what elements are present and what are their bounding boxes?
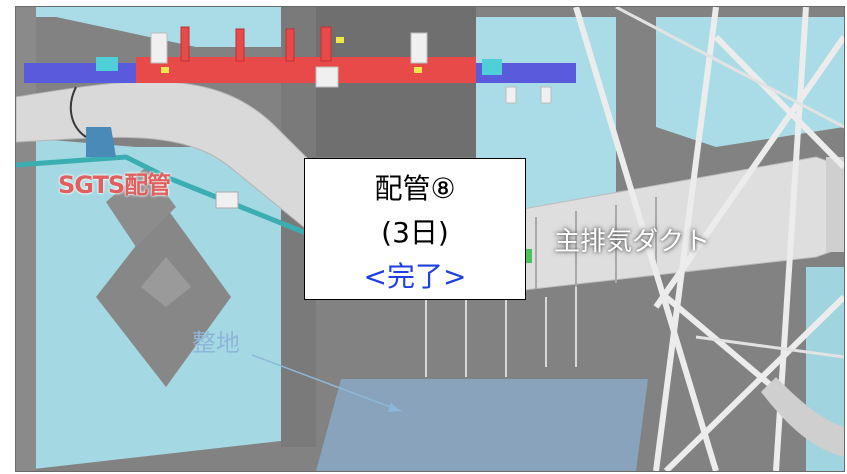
sgts-pipe-label: SGTS配管 [58, 171, 171, 199]
exhaust-duct-label: 主排気ダクト [554, 227, 711, 257]
callout-title: 配管⑧ [374, 172, 456, 205]
beam-blue-left [24, 63, 144, 83]
grading-area [316, 379, 648, 471]
grading-label: 整地 [192, 329, 240, 357]
callout-status: <完了> [363, 260, 467, 293]
sgts-pipe [16, 154, 317, 240]
piping-status-callout: 配管⑧ (3日) <完了> [304, 158, 526, 300]
callout-duration: (3日) [381, 216, 449, 249]
construction-model-view: SGTS配管 主排気ダクト 整地 配管⑧ (3日) <完了> [15, 6, 845, 472]
3d-scene [16, 7, 844, 471]
